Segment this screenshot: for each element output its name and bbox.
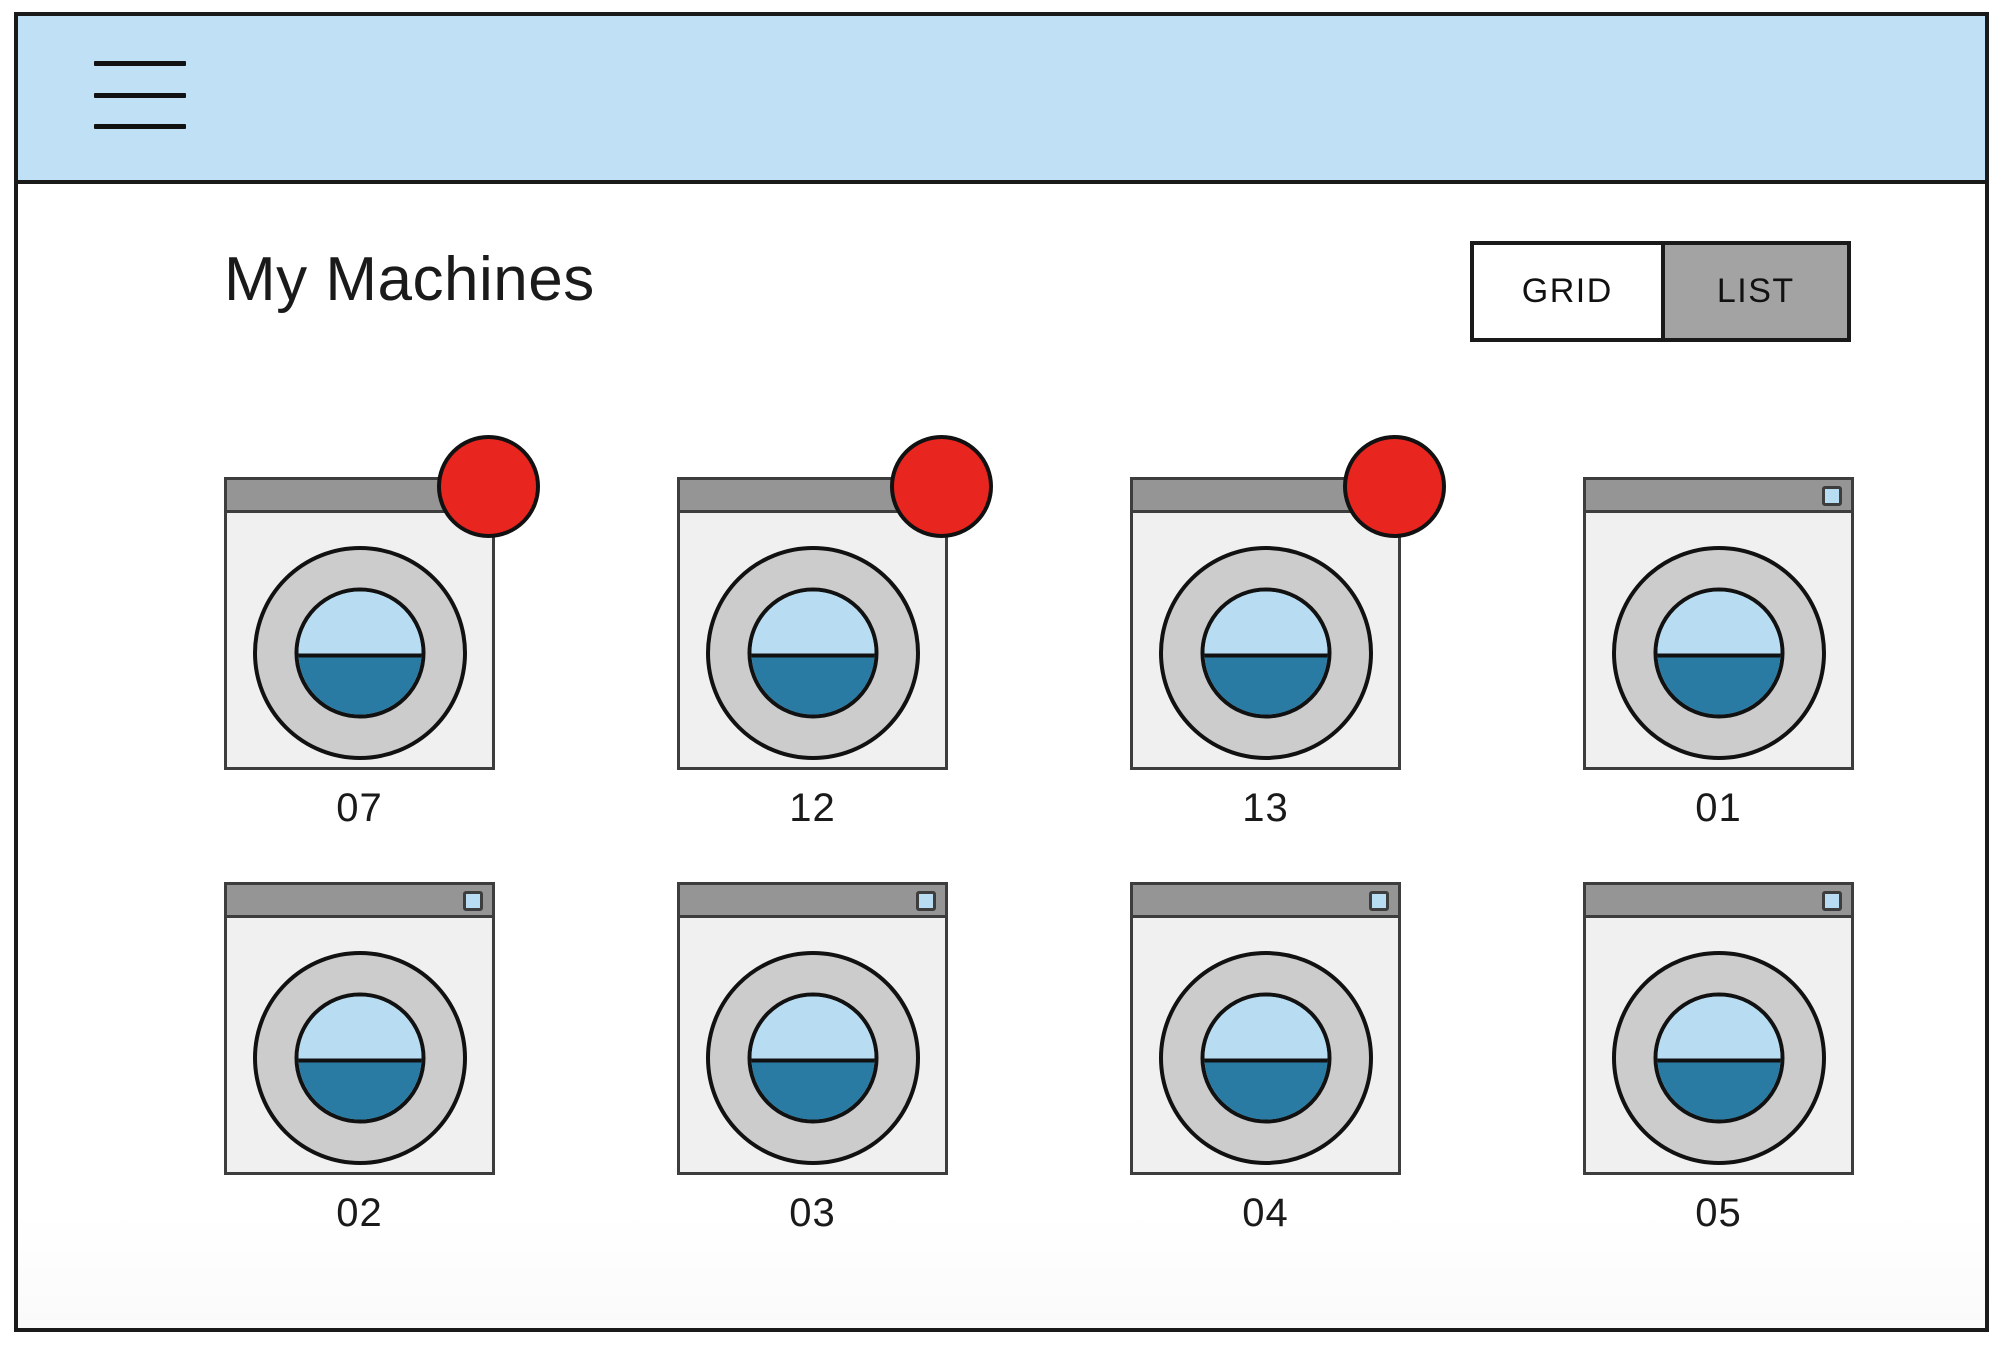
drum-air — [751, 996, 874, 1058]
machine-header-bar — [1133, 885, 1398, 918]
washing-machine-icon[interactable] — [677, 882, 948, 1175]
drum-air — [751, 591, 874, 653]
machine-drum-window — [747, 992, 878, 1124]
drum-water — [298, 653, 421, 715]
hamburger-bar-1 — [94, 61, 186, 66]
machine-label: 01 — [1695, 786, 1742, 830]
machine-label: 03 — [789, 1191, 836, 1235]
drum-water — [1657, 1058, 1780, 1120]
machine-drum-window — [1653, 587, 1784, 719]
hamburger-bar-2 — [94, 92, 186, 98]
machine-drum-window — [294, 587, 425, 719]
machine-card[interactable]: 01 — [1583, 477, 1854, 831]
machine-drum-outer — [705, 546, 920, 760]
machine-drum-outer — [252, 546, 467, 760]
machine-header-bar — [1586, 885, 1851, 918]
hamburger-menu-icon[interactable] — [94, 61, 186, 129]
washing-machine-icon[interactable] — [1583, 882, 1854, 1175]
machine-label: 02 — [336, 1191, 383, 1235]
drum-water — [1204, 653, 1327, 715]
drum-water — [751, 653, 874, 715]
machine-header-bar — [680, 885, 945, 918]
machine-card[interactable]: 02 — [224, 882, 495, 1236]
drum-water — [751, 1058, 874, 1120]
machine-drum-outer — [252, 951, 467, 1165]
machine-header-bar — [1586, 480, 1851, 513]
machine-row: 02 — [224, 882, 1854, 1236]
machine-drum-window — [1653, 992, 1784, 1124]
machine-grid: 07 12 — [224, 435, 1854, 1287]
drum-water — [1657, 653, 1780, 715]
machine-drum-outer — [1158, 546, 1373, 760]
washing-machine-icon[interactable] — [224, 435, 540, 770]
machine-drum-window — [1200, 992, 1331, 1124]
status-indicator-icon — [1822, 891, 1842, 911]
machine-drum-outer — [1158, 951, 1373, 1165]
machine-card[interactable]: 03 — [677, 882, 948, 1236]
view-toggle-list[interactable]: LIST — [1660, 245, 1847, 338]
washing-machine-icon[interactable] — [1130, 435, 1446, 770]
status-indicator-icon — [1369, 891, 1389, 911]
drum-water — [298, 1058, 421, 1120]
machine-label: 12 — [789, 786, 836, 830]
alert-badge-icon[interactable] — [1343, 435, 1446, 538]
machine-drum-outer — [705, 951, 920, 1165]
drum-air — [1204, 591, 1327, 653]
view-toggle-grid[interactable]: GRID — [1474, 245, 1661, 338]
drum-air — [298, 591, 421, 653]
machine-drum-outer — [1611, 546, 1826, 760]
drum-air — [298, 996, 421, 1058]
machine-row: 07 12 — [224, 435, 1854, 831]
machine-label: 04 — [1242, 1191, 1289, 1235]
machine-card[interactable]: 13 — [1130, 435, 1446, 831]
machine-drum-window — [1200, 587, 1331, 719]
status-indicator-icon — [463, 891, 483, 911]
washing-machine-icon[interactable] — [224, 882, 495, 1175]
page-title: My Machines — [224, 245, 595, 314]
machine-drum-window — [747, 587, 878, 719]
machine-card[interactable]: 04 — [1130, 882, 1401, 1236]
machine-label: 05 — [1695, 1191, 1742, 1235]
machine-header-bar — [227, 885, 492, 918]
alert-badge-icon[interactable] — [437, 435, 540, 538]
status-indicator-icon — [1822, 486, 1842, 506]
drum-air — [1657, 591, 1780, 653]
machine-card[interactable]: 12 — [677, 435, 993, 831]
app-bar — [18, 16, 1985, 184]
status-indicator-icon — [916, 891, 936, 911]
main-content: My Machines GRID LIST — [18, 184, 1985, 1328]
machine-label: 07 — [336, 786, 383, 830]
washing-machine-icon[interactable] — [677, 435, 993, 770]
alert-badge-icon[interactable] — [890, 435, 993, 538]
machine-drum-outer — [1611, 951, 1826, 1165]
machine-card[interactable]: 05 — [1583, 882, 1854, 1236]
view-mode-toggle[interactable]: GRID LIST — [1470, 241, 1851, 342]
washing-machine-icon[interactable] — [1130, 882, 1401, 1175]
machine-label: 13 — [1242, 786, 1289, 830]
drum-air — [1204, 996, 1327, 1058]
drum-water — [1204, 1058, 1327, 1120]
hamburger-bar-3 — [94, 124, 186, 129]
washing-machine-icon[interactable] — [1583, 477, 1854, 770]
machine-drum-window — [294, 992, 425, 1124]
drum-air — [1657, 996, 1780, 1058]
app-window: My Machines GRID LIST — [14, 12, 1989, 1332]
machine-card[interactable]: 07 — [224, 435, 540, 831]
